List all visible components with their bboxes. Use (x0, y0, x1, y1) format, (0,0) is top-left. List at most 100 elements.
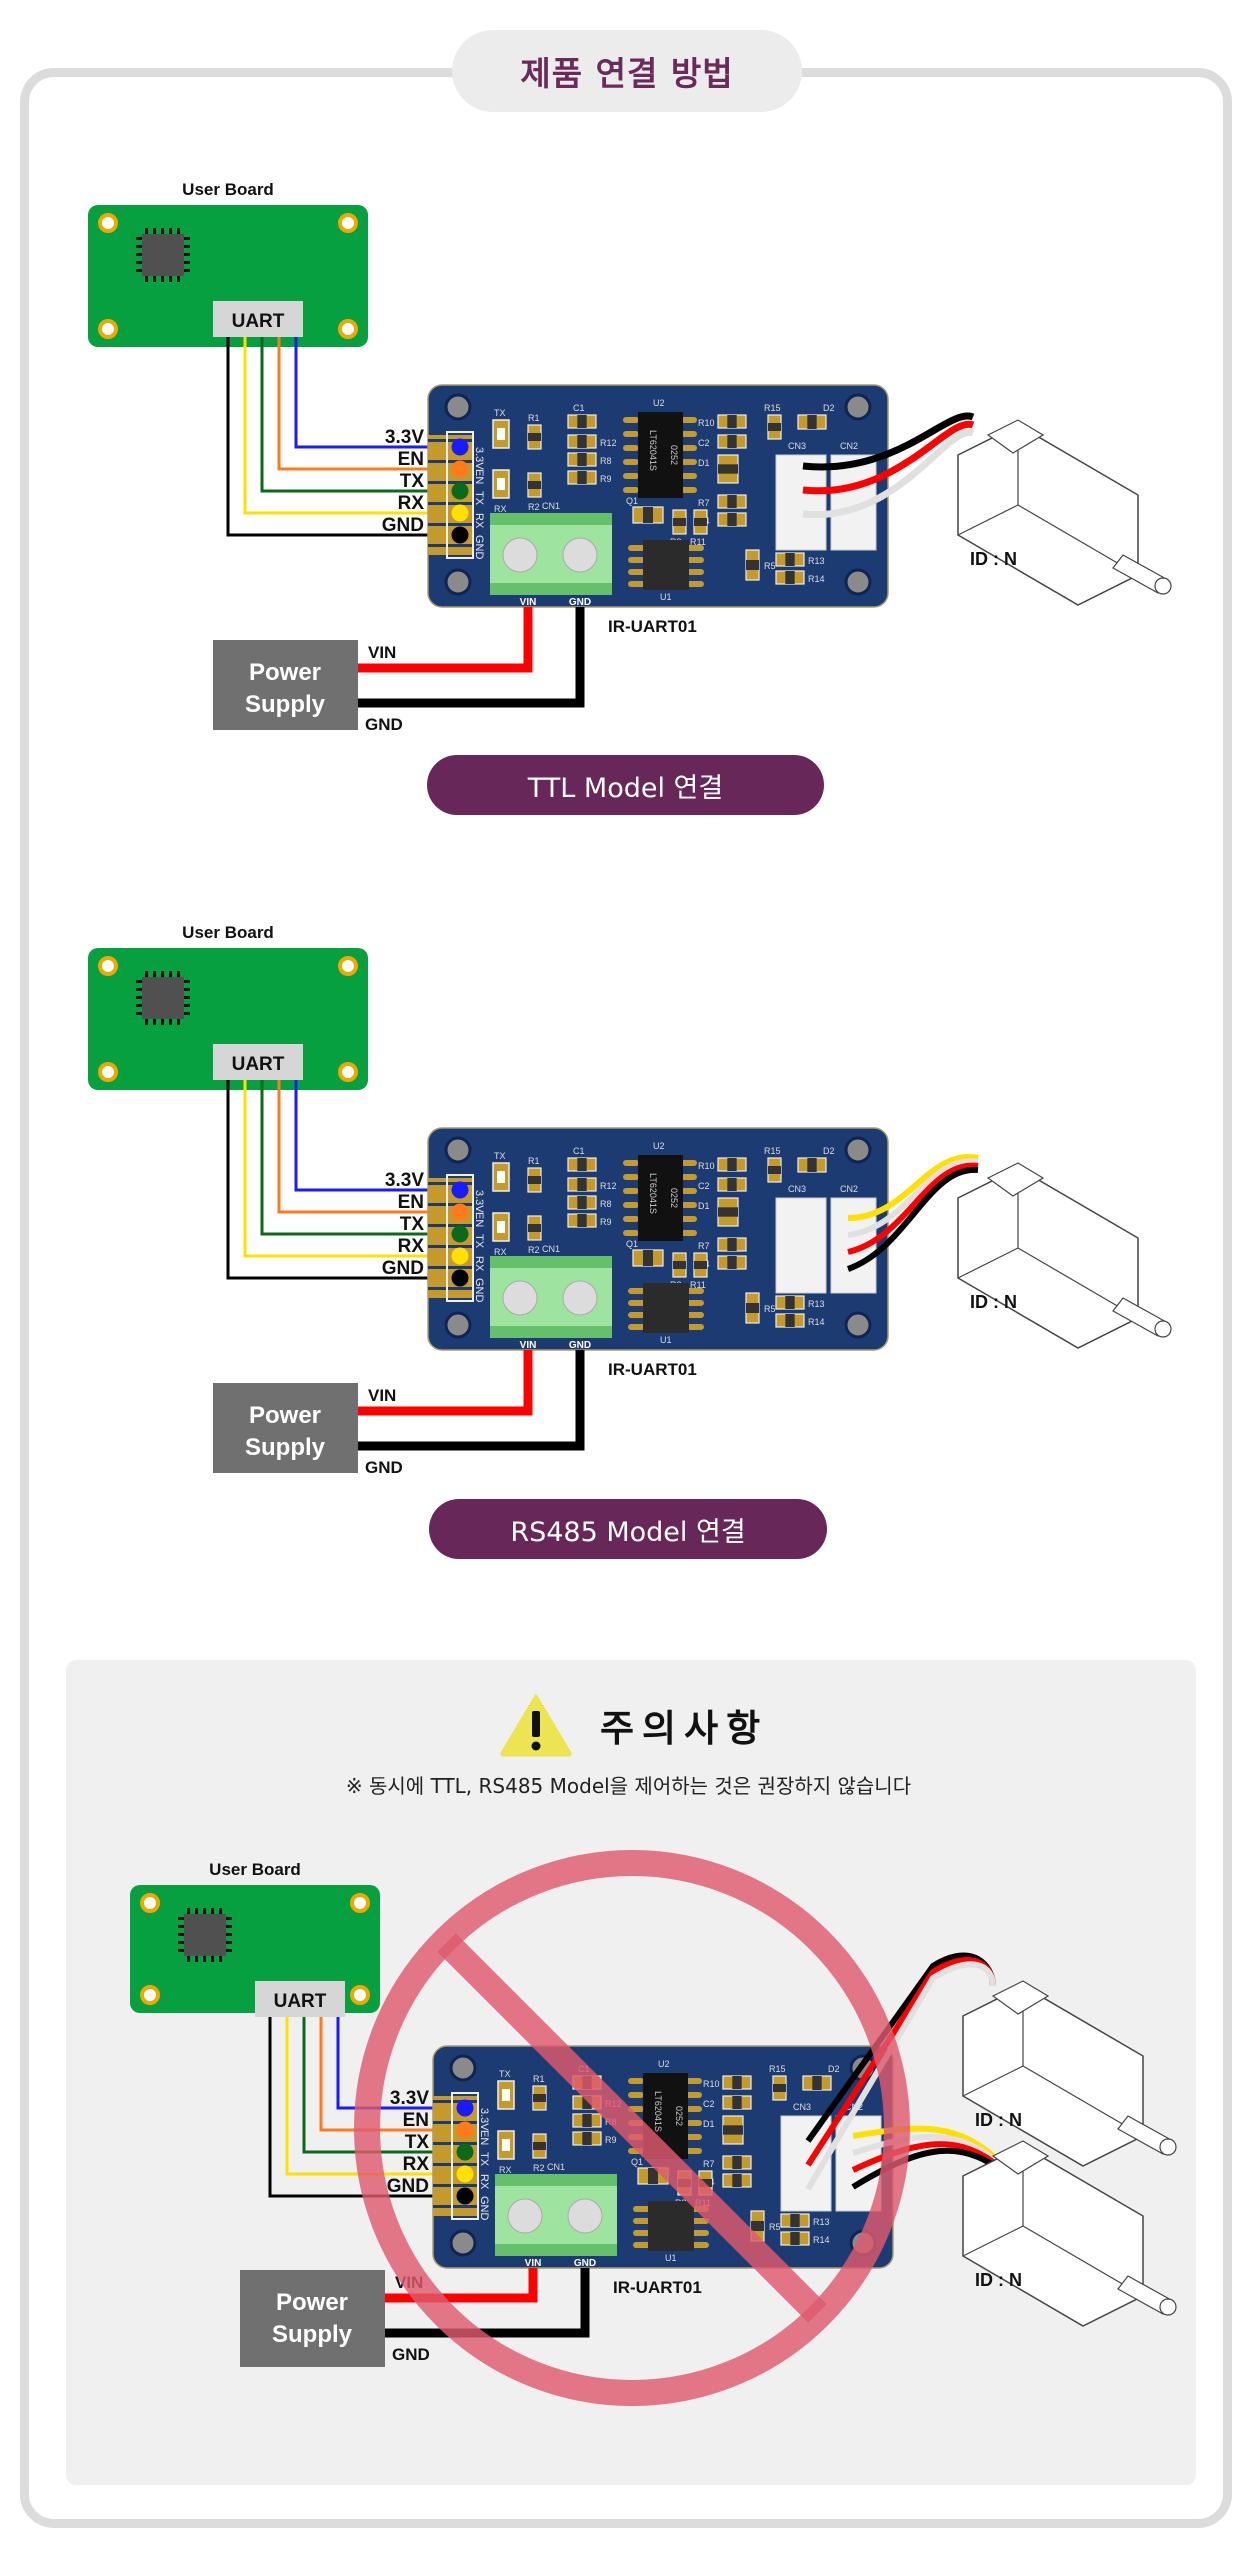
component-label: RX (494, 504, 507, 514)
component-label: R10 (703, 2079, 720, 2089)
pin-label-en: EN (403, 2110, 429, 2131)
component-label: R14 (808, 574, 825, 584)
power-supply-label: Supply (245, 1434, 326, 1461)
component-label: D2 (823, 1146, 835, 1156)
wire-en (277, 337, 460, 471)
component-label: R12 (600, 438, 617, 448)
wire-en (277, 1080, 460, 1214)
chip-marking: 0252 (674, 2106, 684, 2126)
rs485-model-label: RS485 Model 연결 (429, 1499, 827, 1559)
uart-port (213, 1044, 303, 1080)
pin-label-33v: 3.3V (385, 427, 424, 448)
power-supply-label: Power (276, 2289, 348, 2316)
caution-header: 주의사항 (500, 1693, 768, 1757)
actuator-connector (991, 2140, 1050, 2175)
silkscreen-pin-label: RX (478, 2174, 490, 2190)
header-pin-en-dot (456, 2121, 474, 2139)
mounting-hole (444, 393, 472, 421)
board-name-label: IR-UART01 (608, 617, 697, 636)
header-pin-gnd-dot (456, 2187, 474, 2205)
mounting-hole (844, 393, 872, 421)
power-wire-gnd (358, 607, 585, 708)
component-label: R1 (533, 2074, 545, 2084)
component-label: R1 (528, 413, 540, 423)
pin-header-outline (446, 1174, 474, 1302)
vin-terminal-label: VIN (520, 597, 537, 608)
header-pin-en-dot (451, 1203, 469, 1221)
actuator-body (962, 2145, 1144, 2327)
servo-actuator-1: ID : N (962, 1980, 1177, 2167)
cn2-label: CN2 (840, 441, 858, 451)
component-label: RX (494, 1247, 507, 1257)
component-label: R10 (698, 418, 715, 428)
component-label: R8 (600, 456, 612, 466)
board-name-label: IR-UART01 (608, 1360, 697, 1379)
uart-port (213, 301, 303, 337)
component-label: TX (494, 408, 506, 418)
power-gnd-label: GND (392, 2345, 430, 2364)
gnd-terminal-label: GND (569, 1340, 591, 1351)
header-pin-tx-dot (456, 2143, 474, 2161)
component-label: D2 (828, 2064, 840, 2074)
actuator-shaft (1112, 554, 1169, 594)
mounting-hole (844, 568, 872, 596)
actuator-connector (986, 1162, 1045, 1197)
silkscreen-pin-label: EN (478, 2130, 490, 2145)
power-vin-label: VIN (368, 1386, 396, 1405)
component-label: D1 (698, 458, 710, 468)
silkscreen-pin-label: EN (473, 1212, 485, 1227)
header-pin-rx-dot (451, 1247, 469, 1265)
chip-marking: LT62041S (653, 2091, 663, 2132)
power-supply-box (213, 1383, 358, 1473)
header-pin-33v-dot (451, 438, 469, 456)
terminal-screw-vin (502, 1280, 538, 1316)
page-title: 제품 연결 방법 (452, 30, 802, 112)
u1-chip (643, 540, 689, 590)
mounting-hole (338, 319, 358, 339)
u1-chip (643, 1283, 689, 1333)
cn2-label: CN2 (840, 1184, 858, 1194)
pin-label-tx: TX (400, 1214, 425, 1235)
mounting-hole (449, 2229, 477, 2257)
servo-actuator-2: ID : N (962, 2140, 1177, 2327)
component-label: R13 (808, 1299, 825, 1309)
power-supply-box (240, 2270, 385, 2367)
silkscreen-pin-label: GND (473, 535, 485, 560)
uart-port (255, 1981, 345, 2017)
actuator-id-label: ID : N (970, 1292, 1017, 1312)
component-label: U1 (660, 592, 672, 602)
chip-marking: 0252 (669, 445, 679, 465)
mounting-hole (844, 1311, 872, 1339)
power-supply-label: Power (249, 1402, 321, 1429)
wire-en (319, 2017, 465, 2132)
u2-chip (638, 1155, 683, 1241)
pin-label-gnd: GND (382, 515, 424, 536)
actuator-shaft (1117, 2275, 1174, 2315)
actuator-shaft (1112, 1297, 1169, 1337)
terminal-screw-gnd (567, 2198, 603, 2234)
servo-cable-wire (847, 1162, 979, 1255)
servo-cable-wire (847, 1158, 979, 1238)
silkscreen-pin-label: GND (473, 1278, 485, 1303)
component-label: U2 (653, 398, 665, 408)
servo-cable-wire (805, 1961, 996, 2191)
header-pin-en-dot (451, 460, 469, 478)
servo-cable-wire (847, 1154, 979, 1221)
wire-rx (285, 2017, 465, 2176)
servo-cable-wire (852, 2125, 995, 2159)
prohibited-sign-icon (354, 1850, 910, 2406)
component-label: R2 (528, 1245, 540, 1255)
component-label: R7 (698, 498, 710, 508)
component-label: C2 (698, 438, 710, 448)
u1-chip (648, 2201, 694, 2251)
actuator-shaft (1117, 2115, 1174, 2155)
header-pin-tx-dot (451, 482, 469, 500)
silkscreen-pin-label: TX (473, 491, 485, 506)
pin-label-rx: RX (403, 2154, 430, 2175)
wire-tx (302, 2017, 465, 2154)
actuator-body (962, 1985, 1144, 2167)
mounting-hole (140, 1985, 160, 2005)
component-label: R5 (764, 561, 776, 571)
wire-33v (294, 1080, 460, 1192)
